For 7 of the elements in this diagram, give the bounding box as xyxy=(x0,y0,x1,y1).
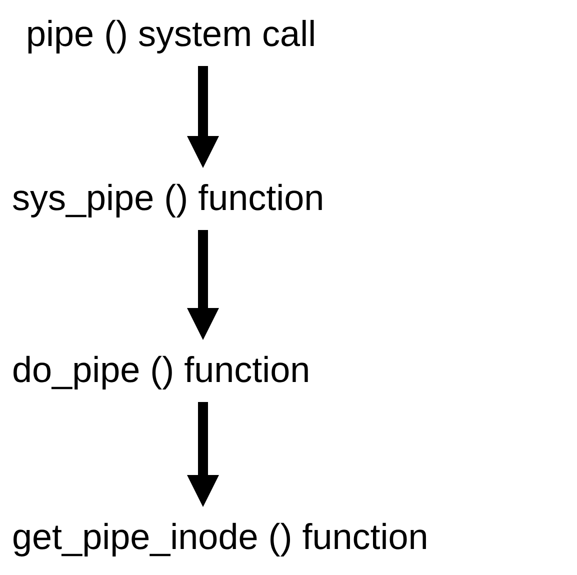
arrow xyxy=(187,66,219,168)
function-label: do_pipe () function xyxy=(12,348,310,392)
arrow xyxy=(187,402,219,507)
function-label: pipe () system call xyxy=(26,12,316,56)
function-label: get_pipe_inode () function xyxy=(12,515,428,559)
arrow xyxy=(187,230,219,340)
function-label: sys_pipe () function xyxy=(12,176,324,220)
